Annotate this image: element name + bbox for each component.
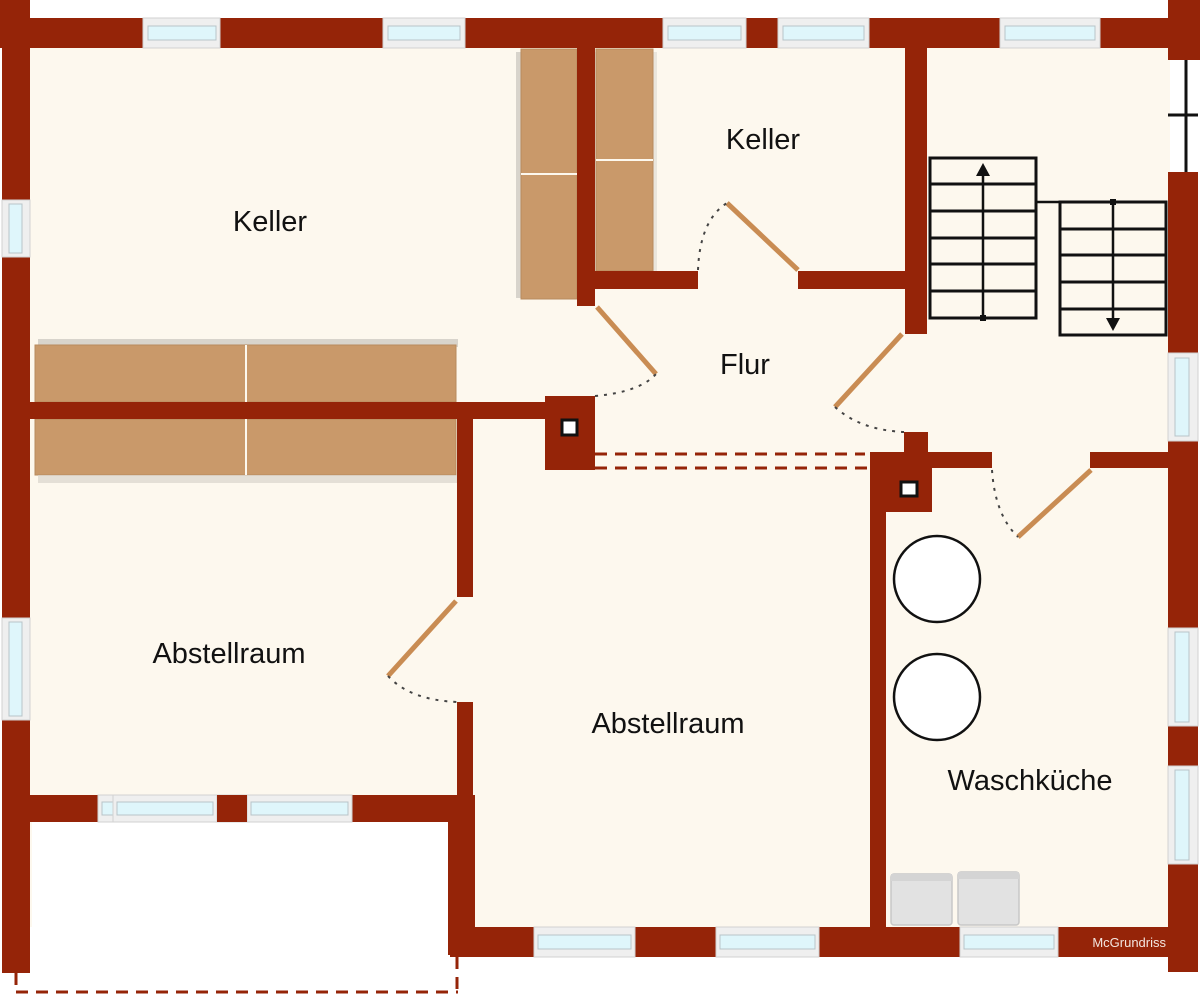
shelves: [34, 48, 657, 483]
room-label-waschkueche: Waschküche: [948, 765, 1113, 797]
washing-machine-icon: [890, 873, 953, 926]
tank-icon: [892, 534, 982, 624]
room-label-keller-1: Keller: [233, 206, 307, 238]
watermark: McGrundriss: [1092, 935, 1166, 950]
chimney-icon: [560, 418, 579, 437]
doors: [386, 201, 1093, 703]
room-label-abstellraum-2: Abstellraum: [591, 708, 744, 740]
stairs-up-icon: [928, 156, 1038, 321]
room-label-keller-2: Keller: [726, 124, 800, 156]
windows: [1, 17, 1199, 958]
dashed-walls: [14, 452, 870, 994]
washing-machine-icon: [957, 871, 1020, 926]
tank-icon: [892, 652, 982, 742]
room-label-flur: Flur: [720, 349, 770, 381]
chimney-icon: [899, 480, 919, 498]
room-label-abstellraum-1: Abstellraum: [152, 638, 305, 670]
exterior-door: [1168, 60, 1200, 172]
stairs-down-icon: [1058, 199, 1168, 337]
